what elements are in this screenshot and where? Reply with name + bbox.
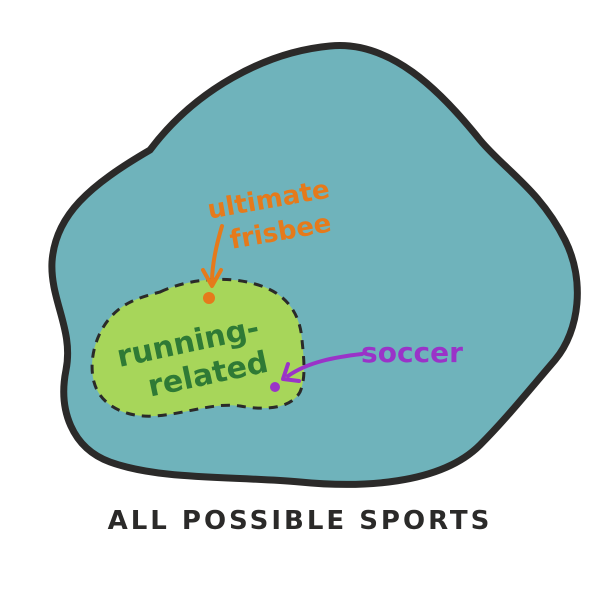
running-related-region: [90, 277, 306, 418]
ultimate-frisbee-arrow: [210, 224, 224, 284]
soccer-arrow: [286, 352, 364, 378]
soccer-point: [270, 382, 280, 392]
all-sports-region: [48, 42, 581, 488]
all-possible-sports-caption: ALL POSSIBLE SPORTS: [107, 506, 493, 536]
ultimate-frisbee-point: [203, 292, 215, 304]
soccer-label: soccer: [361, 336, 463, 369]
ultimate-frisbee-arrow-head: [201, 268, 223, 288]
soccer-arrow-head: [281, 362, 301, 383]
